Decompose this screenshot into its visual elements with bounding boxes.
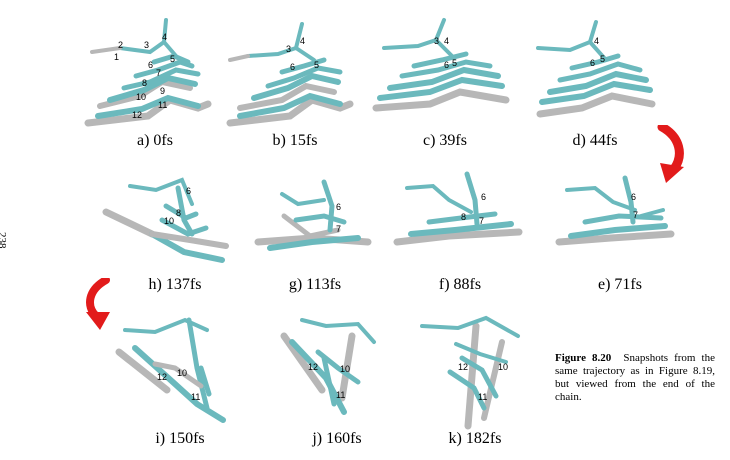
atom-label: 7 — [633, 210, 638, 220]
panel-label: a) 0fs — [137, 132, 173, 149]
panel-c: 3 4 5 6 c) 39fs — [370, 8, 520, 149]
panel-label: g) 113fs — [288, 276, 342, 293]
atom-label: 5 — [170, 54, 175, 64]
atom-label: 3 — [144, 40, 149, 50]
panel-d: 4 5 6 d) 44fs — [520, 8, 670, 149]
molecule-snapshot-c: 3 4 5 6 — [372, 18, 510, 112]
caption-title: Figure 8.20 — [555, 352, 612, 364]
atom-label: 12 — [458, 362, 468, 372]
atom-label: 10 — [136, 92, 146, 102]
panel-label: c) 39fs — [423, 132, 467, 149]
atom-label: 3 — [434, 36, 439, 46]
figure-caption: Figure 8.20 Snapshots from the same traj… — [555, 352, 715, 404]
panel-e: 6 7 e) 71fs — [545, 160, 695, 300]
panel-label: i) 150fs — [155, 430, 205, 447]
atom-label: 3 — [286, 44, 291, 54]
atom-label: 6 — [481, 192, 486, 202]
panel-g: 6 7 g) 113fs — [240, 160, 390, 300]
panel-label: b) 15fs — [272, 132, 318, 149]
atom-label: 12 — [132, 110, 142, 120]
caption-body: Snapshots from the same trajectory as in… — [555, 352, 715, 403]
atom-label: 12 — [157, 372, 167, 382]
molecule-snapshot-d: 4 5 6 — [536, 20, 656, 118]
atom-label: 7 — [156, 68, 161, 78]
atom-label: 10 — [177, 368, 187, 378]
panel-b: 3 4 5 6 b) 15fs — [220, 8, 370, 149]
atom-label: 11 — [191, 392, 200, 402]
panel-f: 6 7 8 f) 88fs — [385, 160, 535, 300]
atom-label: 11 — [336, 390, 345, 400]
atom-label: 5 — [452, 58, 457, 68]
atom-label: 6 — [444, 60, 449, 70]
atom-label: 1 — [114, 52, 119, 62]
atom-label: 10 — [340, 364, 350, 374]
atom-label: 5 — [600, 54, 605, 64]
atom-label: 4 — [162, 32, 167, 42]
panel-i: 12 10 11 i) 150fs — [105, 308, 255, 448]
molecule-snapshot-j: 12 10 11 — [280, 318, 376, 415]
atom-label: 9 — [160, 86, 165, 96]
atom-label: 7 — [336, 224, 341, 234]
molecule-snapshot-k: 12 10 11 — [420, 315, 520, 430]
atom-label: 6 — [631, 192, 636, 202]
panel-j: 12 10 11 j) 160fs — [262, 308, 412, 448]
page-number: 238 — [0, 232, 8, 249]
atom-label: 10 — [164, 216, 174, 226]
atom-label: 4 — [594, 36, 599, 46]
panel-h: 6 8 10 h) 137fs — [100, 160, 250, 300]
molecule-snapshot-b: 3 4 5 6 — [226, 22, 354, 127]
atom-label: 4 — [300, 36, 305, 46]
molecule-snapshot-g: 6 7 — [254, 179, 372, 251]
panel-label: j) 160fs — [312, 430, 362, 447]
curved-arrow-down-icon — [657, 125, 684, 183]
atom-label: 6 — [290, 62, 295, 72]
atom-label: 8 — [461, 212, 466, 222]
panel-label: e) 71fs — [598, 276, 642, 293]
panel-a: 1 2 3 4 5 6 7 8 9 10 11 12 a) 0fs — [80, 8, 230, 149]
atom-label: 5 — [314, 60, 319, 70]
molecule-snapshot-a: 1 2 3 4 5 6 7 8 9 10 11 12 — [84, 18, 212, 127]
atom-label: 11 — [158, 100, 167, 110]
panel-k: 12 10 11 k) 182fs — [400, 308, 550, 448]
atom-label: 10 — [498, 362, 508, 372]
curved-arrow-down-icon — [86, 278, 110, 330]
molecule-snapshot-h: 6 8 10 — [102, 177, 229, 263]
panel-label: d) 44fs — [572, 132, 618, 149]
panel-label: k) 182fs — [448, 430, 502, 447]
atom-label: 4 — [444, 36, 449, 46]
atom-label: 6 — [590, 58, 595, 68]
panel-label: f) 88fs — [438, 276, 482, 293]
atom-label: 6 — [148, 60, 153, 70]
atom-label: 8 — [176, 208, 181, 218]
panel-label: h) 137fs — [148, 276, 202, 293]
molecule-snapshot-e: 6 7 — [555, 175, 675, 246]
atom-label: 8 — [142, 78, 147, 88]
molecule-snapshot-i: 12 10 11 — [115, 317, 226, 423]
atom-label: 6 — [336, 202, 341, 212]
atom-label: 12 — [308, 362, 318, 372]
atom-label: 11 — [478, 392, 487, 402]
molecule-snapshot-f: 6 7 8 — [393, 171, 523, 246]
atom-label: 7 — [479, 216, 484, 226]
atom-label: 2 — [118, 40, 123, 50]
atom-label: 6 — [186, 186, 191, 196]
